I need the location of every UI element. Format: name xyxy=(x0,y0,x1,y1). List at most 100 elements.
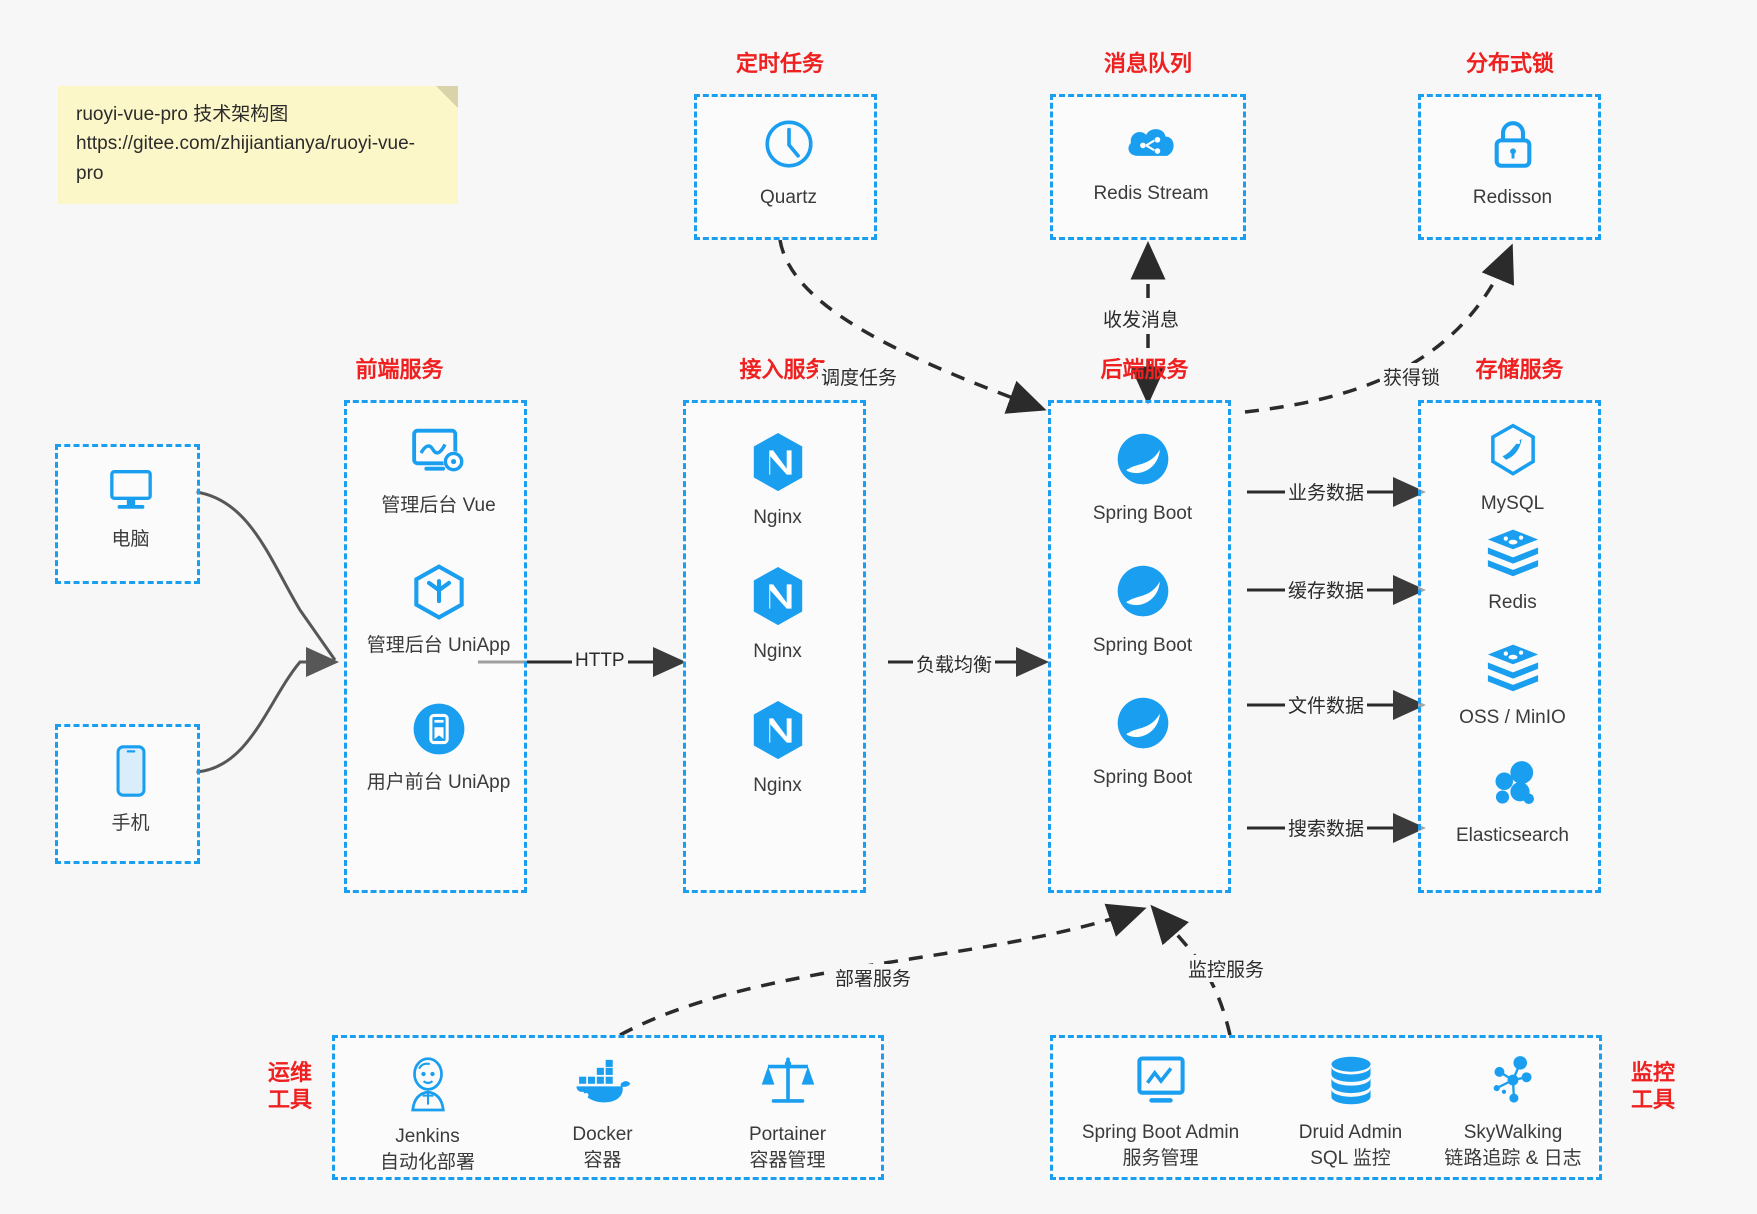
group-title-gateway: 接入服务 xyxy=(739,357,828,382)
node-springboot-1[interactable]: Spring Boot xyxy=(1051,429,1234,527)
node-admin-vue[interactable]: 管理后台 Vue xyxy=(347,425,530,519)
docker-icon xyxy=(572,1054,634,1115)
group-title-monitoring-line1: 监控 xyxy=(1630,1060,1675,1085)
group-box-devops: Jenkins 自动化部署 Docker 容器 xyxy=(332,1035,884,1180)
node-portainer[interactable]: Portainer 容器管理 xyxy=(700,1052,875,1173)
node-elasticsearch[interactable]: Elasticsearch xyxy=(1421,755,1604,849)
group-title-devops: 运维 工具 xyxy=(255,1060,325,1114)
group-title-storage: 存储服务 xyxy=(1475,357,1564,382)
edge-label-send-receive-message: 收发消息 xyxy=(1100,305,1183,332)
node-user-uniapp[interactable]: 用户前台 UniApp xyxy=(347,700,530,796)
dashboard-gear-icon xyxy=(409,425,469,486)
node-label: Spring Boot xyxy=(1092,503,1193,524)
edge-label-business-data: 业务数据 xyxy=(1285,478,1368,505)
node-phone[interactable]: 手机 xyxy=(58,743,203,837)
node-sublabel: 服务管理 xyxy=(1122,1147,1199,1169)
node-sublabel: 自动化部署 xyxy=(379,1151,475,1173)
node-nginx-2[interactable]: Nginx xyxy=(686,565,869,665)
lock-icon xyxy=(1487,115,1539,178)
node-label: Portainer xyxy=(748,1124,827,1145)
nginx-icon xyxy=(749,699,807,766)
node-spring-boot-admin[interactable]: Spring Boot Admin 服务管理 xyxy=(1058,1054,1263,1171)
node-label: OSS / MinIO xyxy=(1459,707,1566,728)
node-label: 手机 xyxy=(111,813,150,834)
node-jenkins[interactable]: Jenkins 自动化部署 xyxy=(345,1054,510,1175)
node-label: Docker xyxy=(572,1124,633,1145)
cloud-stream-icon xyxy=(1122,117,1180,174)
edge-label-file-data: 文件数据 xyxy=(1285,691,1368,718)
edge-label-schedule-task: 调度任务 xyxy=(818,363,901,390)
node-redis-stream[interactable]: Redis Stream xyxy=(1053,117,1249,207)
node-springboot-3[interactable]: Spring Boot xyxy=(1051,693,1234,791)
edge-label-search-data: 搜索数据 xyxy=(1285,814,1368,841)
node-label: MySQL xyxy=(1480,493,1545,514)
database-icon xyxy=(1323,1054,1379,1113)
group-box-monitoring: Spring Boot Admin 服务管理 Druid Admin SQL 监… xyxy=(1050,1035,1602,1180)
cube-icon xyxy=(410,563,468,626)
mobile-app-icon xyxy=(410,700,468,763)
group-box-scheduled-task: Quartz xyxy=(694,94,877,240)
node-sublabel: SQL 监控 xyxy=(1310,1147,1391,1169)
node-sublabel: 容器 xyxy=(583,1149,622,1171)
node-docker[interactable]: Docker 容器 xyxy=(520,1054,685,1173)
group-title-monitoring-line2: 工具 xyxy=(1630,1086,1675,1112)
group-box-backend: Spring Boot Spring Boot Spring Boot xyxy=(1048,400,1231,893)
clock-icon xyxy=(760,115,818,178)
wire-phone-to-frontend xyxy=(195,647,339,774)
note-line-title: ruoyi-vue-pro 技术架构图 xyxy=(76,104,289,125)
group-box-distributed-lock: Redisson xyxy=(1418,94,1601,240)
spring-boot-icon xyxy=(1113,429,1173,494)
node-nginx-1[interactable]: Nginx xyxy=(686,431,869,531)
group-box-gateway: Nginx Nginx Nginx xyxy=(683,400,866,893)
edge-label-acquire-lock: 获得锁 xyxy=(1380,363,1444,390)
node-quartz[interactable]: Quartz xyxy=(697,115,880,211)
node-redis[interactable]: Redis xyxy=(1421,526,1604,616)
node-label: Druid Admin xyxy=(1298,1122,1403,1143)
group-title-distributed-lock: 分布式锁 xyxy=(1465,51,1554,76)
nginx-icon xyxy=(749,565,807,632)
spring-boot-icon xyxy=(1113,561,1173,626)
node-druid-admin[interactable]: Druid Admin SQL 监控 xyxy=(1268,1054,1433,1171)
edge-label-http: HTTP xyxy=(572,650,628,672)
node-label: Spring Boot Admin xyxy=(1081,1122,1240,1143)
monitor-chart-icon xyxy=(1132,1054,1190,1113)
node-sublabel: 链路追踪 & 日志 xyxy=(1444,1147,1582,1169)
node-label: 管理后台 Vue xyxy=(381,495,496,516)
node-desktop[interactable]: 电脑 xyxy=(58,465,203,553)
node-admin-uniapp[interactable]: 管理后台 UniApp xyxy=(347,563,530,659)
group-title-scheduled-task: 定时任务 xyxy=(735,51,824,76)
wire-backend-to-redisson xyxy=(1244,243,1515,414)
node-label: Redisson xyxy=(1472,187,1553,208)
wire-desktop-to-frontend xyxy=(195,490,337,661)
node-springboot-2[interactable]: Spring Boot xyxy=(1051,561,1234,659)
node-redisson[interactable]: Redisson xyxy=(1421,115,1604,211)
edge-label-deploy-service: 部署服务 xyxy=(832,964,915,991)
node-skywalking[interactable]: SkyWalking 链路追踪 & 日志 xyxy=(1423,1052,1603,1171)
node-label: 电脑 xyxy=(111,529,150,550)
group-title-devops-line1: 运维 xyxy=(267,1060,312,1085)
nginx-icon xyxy=(749,431,807,498)
node-label: Spring Boot xyxy=(1092,767,1193,788)
node-label: Jenkins xyxy=(395,1126,460,1147)
node-label: Elasticsearch xyxy=(1456,825,1569,846)
node-nginx-3[interactable]: Nginx xyxy=(686,699,869,799)
spring-boot-icon xyxy=(1113,693,1173,758)
node-label: Quartz xyxy=(759,187,818,208)
mysql-icon xyxy=(1486,423,1540,484)
node-label: 管理后台 UniApp xyxy=(366,635,511,656)
node-label: Nginx xyxy=(753,507,802,528)
node-label: Nginx xyxy=(753,641,802,662)
node-label: Spring Boot xyxy=(1092,635,1193,656)
oss-icon xyxy=(1484,641,1542,698)
diagram-note: ruoyi-vue-pro 技术架构图 https://gitee.com/zh… xyxy=(58,86,458,205)
node-oss-minio[interactable]: OSS / MinIO xyxy=(1421,641,1604,731)
node-mysql[interactable]: MySQL xyxy=(1421,423,1604,517)
group-title-backend: 后端服务 xyxy=(1100,357,1189,382)
group-title-monitoring: 监控 工具 xyxy=(1618,1060,1688,1114)
group-box-message-queue: Redis Stream xyxy=(1050,94,1246,240)
node-label: Redis Stream xyxy=(1093,183,1209,204)
desktop-icon xyxy=(104,465,158,520)
edge-label-cache-data: 缓存数据 xyxy=(1285,576,1368,603)
node-label: Redis xyxy=(1488,592,1537,613)
